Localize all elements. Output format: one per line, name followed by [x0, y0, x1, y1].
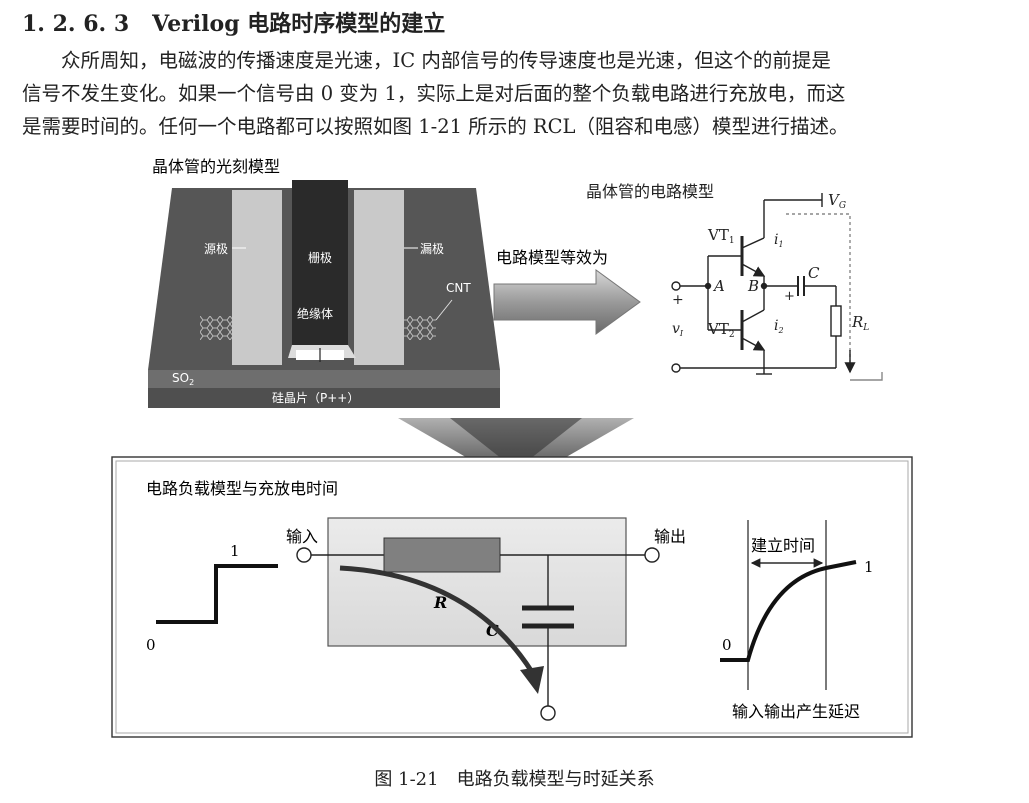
circuit-resistor-rl	[830, 305, 842, 337]
label-gate: 栅极	[308, 250, 332, 265]
body-paragraph: 众所周知，电磁波的传播速度是光速，IC 内部信号的传导速度也是光速，但这个的前提…	[22, 44, 1012, 143]
label-so2: SO2	[172, 371, 194, 387]
label-substrate: 硅晶片（P++）	[272, 391, 359, 405]
label-vt2: VT2	[707, 320, 735, 340]
circuit-title: 晶体管的电路模型	[586, 182, 714, 201]
label-node-a: A	[712, 277, 725, 295]
equivalent-arrow: 电路模型等效为	[493, 248, 641, 335]
label-vt1: VT1	[707, 226, 735, 246]
figure-caption: 图 1-21 电路负载模型与时延关系	[374, 769, 655, 790]
label-cnt: CNT	[446, 281, 471, 295]
paragraph-line-3: 是需要时间的。任何一个电路都可以按照如图 1-21 所示的 RCL（阻容和电感）…	[22, 115, 849, 138]
label-source: 源极	[204, 242, 228, 256]
label-plus-input: +	[672, 292, 684, 308]
input-terminal	[296, 547, 312, 563]
label-delay-note: 输入输出产生延迟	[732, 702, 860, 721]
label-insulator: 绝缘体	[297, 306, 333, 321]
source-strip	[232, 190, 282, 365]
rc-load-box	[327, 517, 627, 647]
output-waveform	[720, 560, 857, 662]
section-title: Verilog 电路时序模型的建立	[152, 11, 446, 37]
gate-strip	[292, 180, 348, 345]
label-setup-time: 建立时间	[751, 536, 815, 555]
label-plus-cap: +	[784, 289, 795, 304]
label-rl: RL	[851, 313, 869, 333]
section-heading: 1. 2. 6. 3 Verilog 电路时序模型的建立	[22, 6, 445, 38]
drain-strip	[354, 190, 404, 365]
label-step-high: 1	[230, 542, 240, 560]
label-out-low: 0	[722, 636, 732, 654]
label-node-b: B	[747, 277, 759, 295]
load-model-panel: 电路负载模型与充放电时间 1 0 输入 输出 R C 建立时间 1 0 输入输出…	[111, 456, 913, 738]
label-step-low: 0	[146, 636, 156, 654]
label-input: 输入	[286, 527, 318, 546]
label-vg: VG	[828, 191, 846, 211]
cnt-pattern-left	[200, 316, 232, 340]
paragraph-line-2: 信号不发生变化。如果一个信号由 0 变为 1，实际上是对后面的整个负载电路进行充…	[22, 82, 846, 105]
transistor-litho-model: 晶体管的光刻模型 源极 栅极 漏极 绝缘体 CNT SO2 硅晶片（P++）	[148, 157, 500, 408]
litho-substrate-layer	[148, 388, 500, 408]
label-i2: i2	[774, 318, 784, 335]
label-out-high: 1	[864, 558, 874, 576]
label-i1: i1	[774, 232, 784, 249]
equivalent-label: 电路模型等效为	[496, 248, 608, 267]
label-drain: 漏极	[420, 242, 444, 256]
transistor-circuit-model: 晶体管的电路模型 VG VT1 i1 VT2 i2 B A + vI	[586, 182, 883, 381]
section-number: 1. 2. 6. 3	[22, 11, 130, 37]
paragraph-line-1: 众所周知，电磁波的传播速度是光速，IC 内部信号的传导速度也是光速，但这个的前提…	[61, 49, 831, 72]
resistor-r	[383, 537, 501, 573]
litho-title: 晶体管的光刻模型	[152, 157, 280, 176]
charge-path-curve	[339, 565, 535, 674]
figure-1-21: 晶体管的光刻模型 源极 栅极 漏极 绝缘体 CNT SO2 硅晶片（P++） 电…	[111, 157, 913, 738]
equivalent-arrow-shape	[493, 269, 641, 335]
label-output: 输出	[654, 527, 686, 546]
load-model-title: 电路负载模型与充放电时间	[146, 479, 338, 498]
label-cap: C	[808, 264, 820, 282]
cnt-pattern-right	[404, 316, 436, 340]
input-step-waveform	[156, 564, 278, 624]
output-terminal	[644, 547, 660, 563]
label-r: R	[433, 593, 447, 612]
label-vi: vI	[672, 321, 684, 338]
ground-terminal	[540, 705, 556, 721]
